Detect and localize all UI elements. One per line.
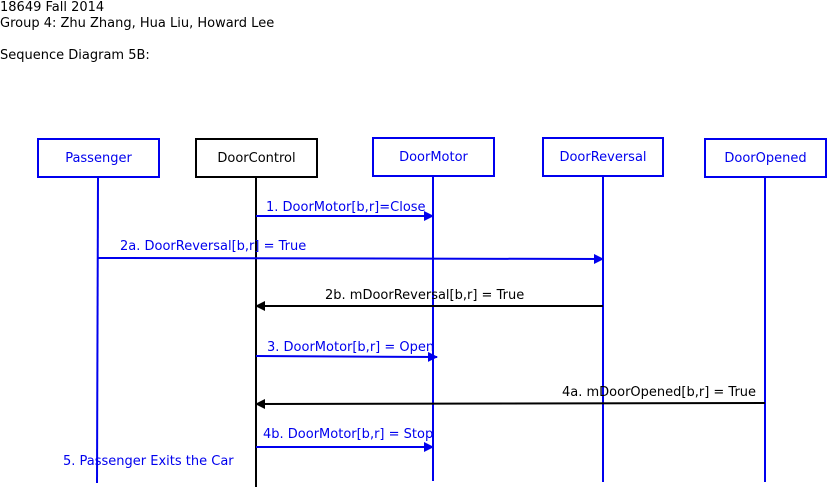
course-label: 18649 Fall 2014 — [0, 0, 105, 15]
message-2b: 2b. mDoorReversal[b,r] = True — [255, 288, 603, 311]
svg-text:DoorControl: DoorControl — [217, 151, 295, 166]
svg-text:4a. mDoorOpened[b,r] = True: 4a. mDoorOpened[b,r] = True — [562, 385, 756, 400]
participant-doormotor: DoorMotor — [372, 137, 495, 177]
participant-dooropened: DoorOpened — [704, 138, 827, 178]
diagram-header: 18649 Fall 2014 Group 4: Zhu Zhang, Hua … — [0, 0, 274, 64]
svg-text:3. DoorMotor[b,r] = Open: 3. DoorMotor[b,r] = Open — [267, 340, 434, 355]
svg-text:DoorOpened: DoorOpened — [724, 151, 806, 166]
group-label: Group 4: Zhu Zhang, Hua Liu, Howard Lee — [0, 16, 275, 31]
lifeline-passenger — [96, 176, 99, 484]
diagram-title: Sequence Diagram 5B: — [0, 48, 150, 63]
svg-text:1. DoorMotor[b,r]=Close: 1. DoorMotor[b,r]=Close — [266, 200, 426, 215]
svg-text:Passenger: Passenger — [65, 151, 132, 166]
message-4b: 4b. DoorMotor[b,r] = Stop — [256, 427, 434, 452]
message-1: 1. DoorMotor[b,r]=Close — [256, 200, 434, 221]
message-4a: 4a. mDoorOpened[b,r] = True — [255, 385, 766, 409]
message-2a: 2a. DoorReversal[b,r] = True — [97, 239, 604, 264]
svg-text:DoorMotor: DoorMotor — [399, 150, 468, 165]
participant-doorcontrol: DoorControl — [195, 138, 318, 178]
participant-passenger: Passenger — [37, 138, 160, 178]
message-3: 3. DoorMotor[b,r] = Open — [255, 340, 438, 362]
svg-text:DoorReversal: DoorReversal — [559, 150, 646, 165]
participant-doorreversal: DoorReversal — [542, 137, 664, 177]
svg-text:4b. DoorMotor[b,r] = Stop: 4b. DoorMotor[b,r] = Stop — [263, 427, 433, 442]
note-passenger-exits: 5. Passenger Exits the Car — [63, 454, 234, 469]
svg-text:2b. mDoorReversal[b,r] = True: 2b. mDoorReversal[b,r] = True — [325, 288, 524, 303]
svg-text:2a. DoorReversal[b,r] = True: 2a. DoorReversal[b,r] = True — [120, 239, 306, 254]
